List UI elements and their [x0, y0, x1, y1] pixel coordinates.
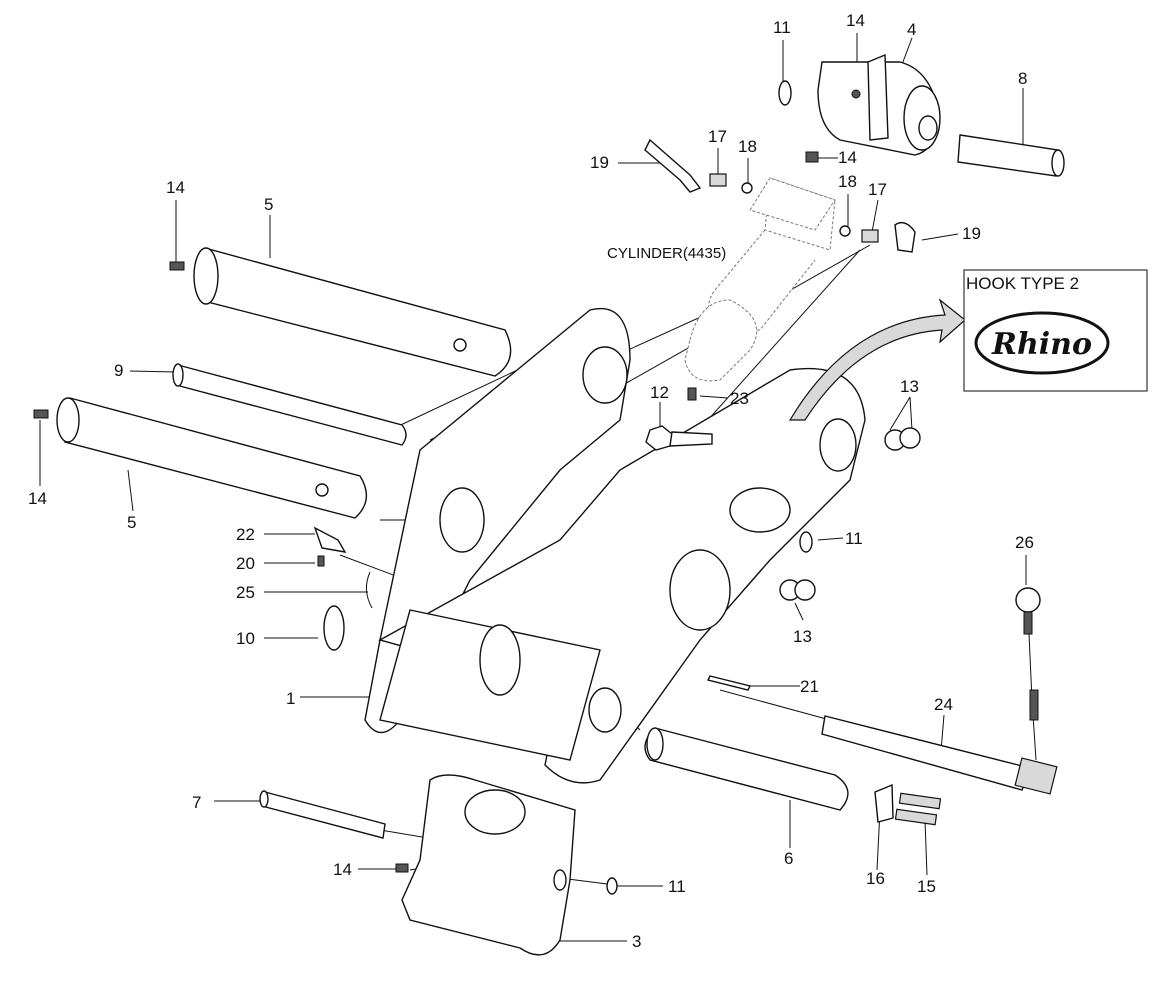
part-1-main-frame [364, 308, 866, 784]
part-24-lock-pin [821, 715, 1058, 795]
callout-17: 17 [708, 127, 727, 146]
callout-6: 6 [784, 849, 793, 868]
callout-5: 5 [127, 513, 136, 532]
callout-9: 9 [114, 361, 123, 380]
part-5-upper-pin [169, 247, 512, 377]
part-3-hook [395, 774, 576, 956]
hook-type-title: HOOK TYPE 2 [966, 274, 1079, 293]
part-9-pin [172, 363, 407, 446]
part-12-bolt [645, 425, 713, 451]
callout-14: 14 [333, 860, 352, 879]
part-11-oring-bottom [606, 877, 618, 895]
callout-19: 19 [590, 153, 609, 172]
part-15-bolts [894, 792, 942, 826]
callout-11: 11 [668, 877, 686, 896]
part-6-pin [644, 727, 849, 811]
part-13-nuts-lower [779, 579, 816, 601]
callout-4: 4 [907, 20, 916, 39]
part-7-pin [259, 790, 386, 839]
part-11-oring-top [778, 80, 792, 106]
part-4-cylinder-block [817, 53, 941, 156]
callout-21: 21 [800, 677, 819, 696]
callout-19: 19 [962, 224, 981, 243]
callout-8: 8 [1018, 69, 1027, 88]
callout-13: 13 [793, 627, 812, 646]
part-26-lanyard [1015, 587, 1041, 761]
cylinder-ghost [684, 177, 836, 382]
parts-22-20-25-10 [313, 526, 373, 651]
callout-18: 18 [838, 172, 857, 191]
fittings-17-18-19 [644, 138, 916, 401]
callout-25: 25 [236, 583, 255, 602]
rhino-logo-text: Rhino [991, 327, 1092, 362]
callout-11: 11 [845, 529, 863, 548]
part-13-nuts-upper [884, 427, 921, 451]
part-11-oring-mid [799, 531, 813, 553]
callout-23: 23 [730, 389, 749, 408]
arrow-to-hook-type [788, 298, 966, 421]
callout-13: 13 [900, 377, 919, 396]
callout-22: 22 [236, 525, 255, 544]
callout-14: 14 [28, 489, 47, 508]
callout-3: 3 [632, 932, 641, 951]
callout-11: 11 [773, 18, 791, 37]
callout-14: 14 [846, 11, 865, 30]
cylinder-label: CYLINDER(4435) [607, 245, 726, 262]
callout-16: 16 [866, 869, 885, 888]
rhino-logo-oval [974, 311, 1110, 375]
part-8-pin [957, 134, 1065, 177]
callout-20: 20 [236, 554, 255, 573]
part-21-pin [706, 675, 752, 691]
callout-7: 7 [192, 793, 201, 812]
callout-24: 24 [934, 695, 953, 714]
callout-1: 1 [286, 689, 295, 708]
callout-15: 15 [917, 877, 936, 896]
callout-14: 14 [166, 178, 185, 197]
part-5-lower-pin [33, 397, 368, 519]
callout-5: 5 [264, 195, 273, 214]
callout-labels: 11 14 4 8 19 17 18 14 18 17 19 CYLINDER(… [28, 11, 1092, 951]
callout-17: 17 [868, 180, 887, 199]
callout-14: 14 [838, 148, 857, 167]
callout-10: 10 [236, 629, 255, 648]
part-16-plate [874, 783, 894, 823]
callout-18: 18 [738, 137, 757, 156]
callout-12: 12 [650, 383, 669, 402]
callout-26: 26 [1015, 533, 1034, 552]
